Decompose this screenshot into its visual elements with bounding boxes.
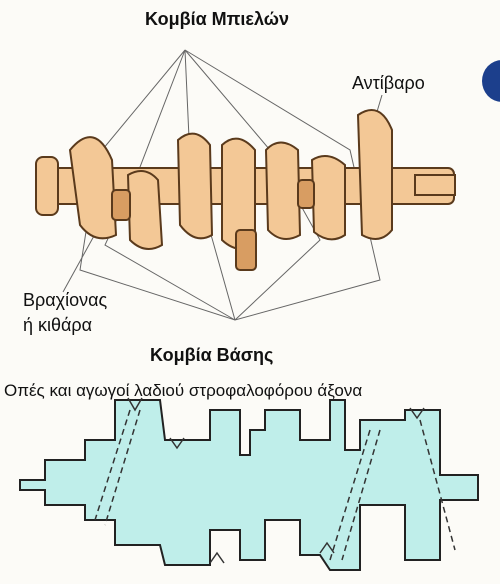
main-journals-label: Κομβία Βάσης — [150, 345, 273, 366]
oil-holes-label: Οπές και αγωγοί λαδιού στροφαλοφόρου άξο… — [4, 381, 362, 401]
crankshaft — [36, 110, 455, 270]
crankpins-label: Κομβία Μπιελών — [145, 9, 289, 30]
crankshaft-cross-section — [20, 398, 478, 570]
web-label-line1: Βραχίονας — [23, 290, 107, 311]
web-label-line2: ή κιθάρα — [23, 315, 92, 336]
counterweight-label: Αντίβαρο — [352, 73, 425, 94]
